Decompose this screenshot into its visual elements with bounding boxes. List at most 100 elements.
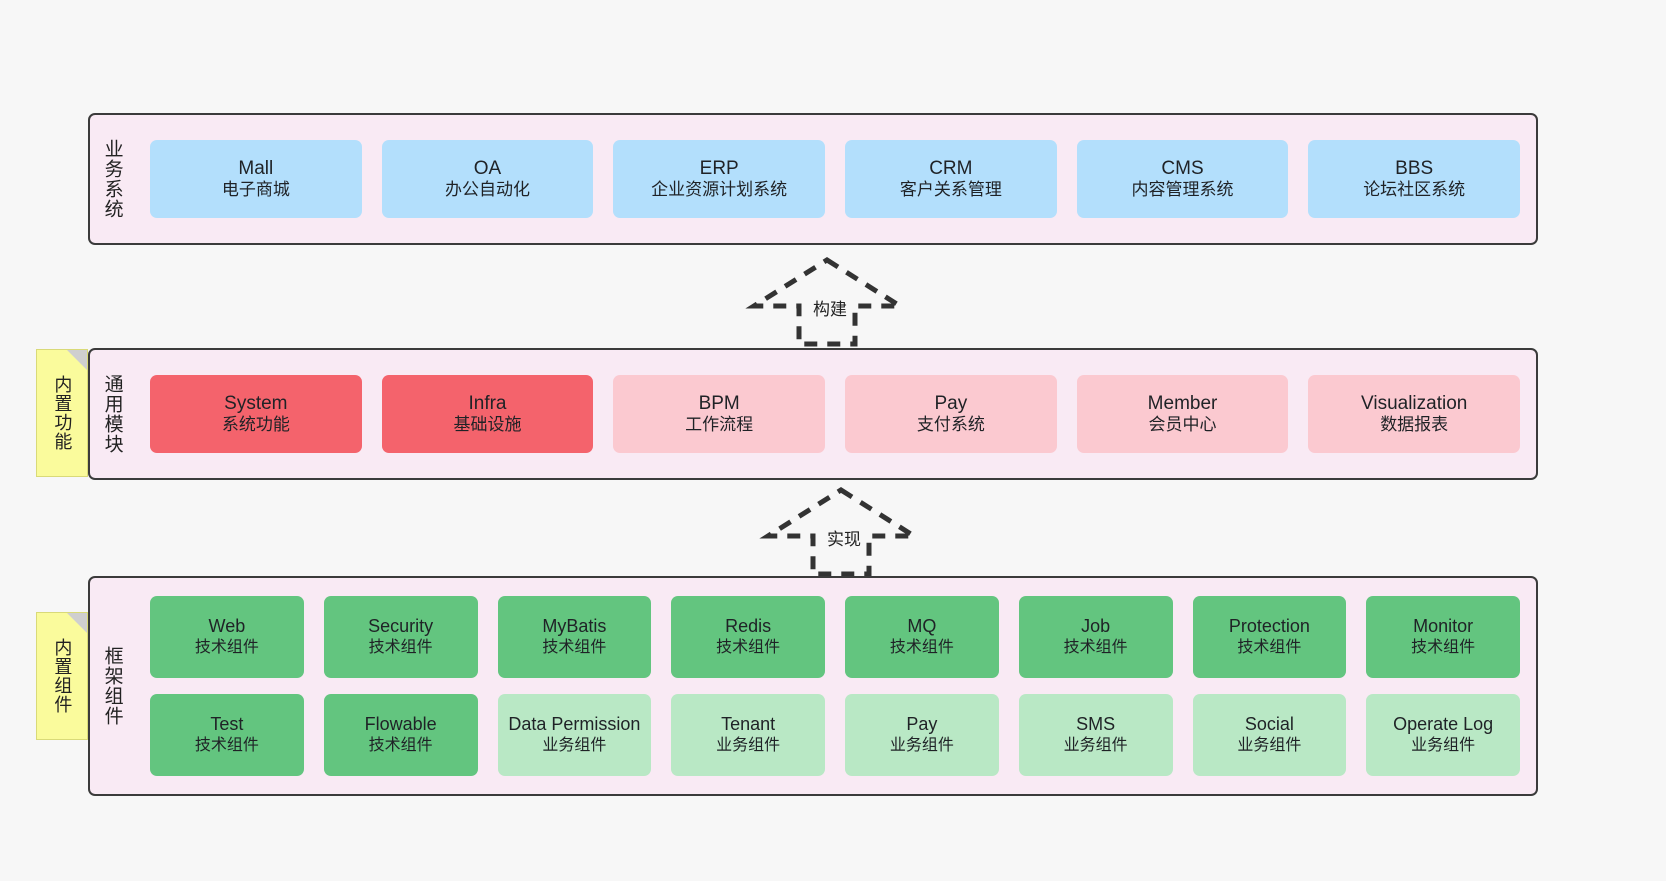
module-name: System [224, 393, 288, 415]
layer-body-framework: Web 技术组件 Security 技术组件 MyBatis 技术组件 Redi… [134, 578, 1536, 794]
component-card-tenant[interactable]: Tenant 业务组件 [671, 694, 825, 776]
module-card-oa[interactable]: OA 办公自动化 [381, 140, 594, 218]
component-desc: 业务组件 [1237, 737, 1302, 755]
component-card-social[interactable]: Social 业务组件 [1192, 694, 1347, 776]
component-card-data-permission[interactable]: Data Permission 业务组件 [497, 694, 652, 776]
component-desc: 技术组件 [542, 639, 607, 657]
connector-label-implement: 实现 [825, 525, 863, 550]
module-name: Member [1147, 393, 1218, 415]
component-name: SMS [1076, 714, 1116, 735]
layer-row: Test 技术组件 Flowable 技术组件 Data Permission … [150, 694, 1520, 776]
module-name: CMS [1161, 158, 1204, 180]
module-card-cms[interactable]: CMS 内容管理系统 [1076, 140, 1289, 218]
component-desc: 技术组件 [1063, 639, 1128, 657]
component-desc: 业务组件 [1063, 737, 1128, 755]
module-desc: 论坛社区系统 [1363, 180, 1466, 200]
layer-title-framework: 框架组件 [101, 646, 123, 726]
module-desc: 工作流程 [685, 415, 754, 435]
component-card-security[interactable]: Security 技术组件 [323, 596, 478, 678]
component-name: MyBatis [542, 616, 607, 637]
note-fold-icon [67, 613, 87, 633]
module-name: Mall [238, 158, 274, 180]
layer-title-common: 通用模块 [101, 374, 123, 454]
module-card-system[interactable]: System 系统功能 [150, 375, 362, 453]
component-name: Monitor [1413, 616, 1474, 637]
module-card-bbs[interactable]: BBS 论坛社区系统 [1308, 140, 1521, 218]
component-card-test[interactable]: Test 技术组件 [150, 694, 304, 776]
component-card-sms[interactable]: SMS 业务组件 [1018, 694, 1173, 776]
note-label: 内置功能 [52, 375, 73, 451]
component-name: Data Permission [508, 714, 641, 735]
connector-label-build: 构建 [811, 295, 849, 320]
component-desc: 技术组件 [889, 639, 954, 657]
connector-implement: 实现 [759, 487, 923, 577]
layer-row: Mall 电子商城 OA 办公自动化 ERP 企业资源计划系统 CRM 客户关系… [150, 140, 1521, 218]
module-card-pay[interactable]: Pay 支付系统 [845, 375, 1057, 453]
dashed-up-arrow-icon [745, 257, 909, 347]
component-name: Tenant [721, 714, 776, 735]
component-desc: 技术组件 [716, 639, 781, 657]
layer-row: System 系统功能 Infra 基础设施 BPM 工作流程 Pay 支付系统… [150, 375, 1521, 453]
layer-title-business: 业务系统 [101, 139, 123, 219]
module-desc: 系统功能 [221, 415, 290, 435]
layer-body-common: System 系统功能 Infra 基础设施 BPM 工作流程 Pay 支付系统… [134, 350, 1536, 478]
note-fold-icon [67, 350, 87, 370]
module-card-crm[interactable]: CRM 客户关系管理 [845, 140, 1057, 218]
component-name: Web [208, 616, 246, 637]
component-card-mybatis[interactable]: MyBatis 技术组件 [497, 596, 652, 678]
component-name: Job [1081, 616, 1111, 637]
component-desc: 业务组件 [1411, 737, 1476, 755]
module-desc: 办公自动化 [445, 180, 530, 200]
component-name: Operate Log [1393, 714, 1494, 735]
component-card-flowable[interactable]: Flowable 技术组件 [323, 694, 478, 776]
module-desc: 客户关系管理 [899, 180, 1002, 200]
component-card-pay[interactable]: Pay 业务组件 [845, 694, 999, 776]
layer-business-systems: 业务系统 Mall 电子商城 OA 办公自动化 ERP 企业资源计划系统 CRM… [88, 113, 1538, 245]
module-name: CRM [929, 158, 973, 180]
module-desc: 数据报表 [1380, 415, 1449, 435]
module-desc: 内容管理系统 [1131, 180, 1234, 200]
component-card-mq[interactable]: MQ 技术组件 [845, 596, 999, 678]
component-card-protection[interactable]: Protection 技术组件 [1192, 596, 1347, 678]
layer-body-business: Mall 电子商城 OA 办公自动化 ERP 企业资源计划系统 CRM 客户关系… [134, 115, 1536, 243]
component-desc: 业务组件 [889, 737, 954, 755]
component-card-redis[interactable]: Redis 技术组件 [671, 596, 825, 678]
module-card-erp[interactable]: ERP 企业资源计划系统 [613, 140, 826, 218]
module-name: Visualization [1361, 393, 1468, 415]
module-desc: 支付系统 [916, 415, 985, 435]
module-card-bpm[interactable]: BPM 工作流程 [613, 375, 826, 453]
layer-common-modules: 通用模块 System 系统功能 Infra 基础设施 BPM 工作流程 Pay… [88, 348, 1538, 480]
module-card-mall[interactable]: Mall 电子商城 [150, 140, 362, 218]
component-desc: 技术组件 [194, 737, 259, 755]
module-name: OA [473, 158, 502, 180]
note-builtin-components: 内置组件 [36, 612, 88, 740]
module-card-visualization[interactable]: Visualization 数据报表 [1308, 375, 1521, 453]
module-desc: 企业资源计划系统 [651, 180, 788, 200]
module-name: Infra [468, 393, 507, 415]
layer-framework-components: 框架组件 Web 技术组件 Security 技术组件 MyBatis 技术组件… [88, 576, 1538, 796]
module-card-infra[interactable]: Infra 基础设施 [381, 375, 594, 453]
component-name: Test [210, 714, 244, 735]
component-name: MQ [907, 616, 937, 637]
component-card-monitor[interactable]: Monitor 技术组件 [1366, 596, 1520, 678]
note-label: 内置组件 [52, 638, 73, 714]
module-card-member[interactable]: Member 会员中心 [1076, 375, 1289, 453]
component-name: Flowable [364, 714, 437, 735]
component-desc: 技术组件 [368, 737, 433, 755]
component-card-operate-log[interactable]: Operate Log 业务组件 [1366, 694, 1520, 776]
component-name: Pay [906, 714, 938, 735]
layer-row: Web 技术组件 Security 技术组件 MyBatis 技术组件 Redi… [150, 596, 1520, 678]
component-card-web[interactable]: Web 技术组件 [150, 596, 304, 678]
dashed-up-arrow-icon [759, 487, 923, 577]
component-desc: 技术组件 [368, 639, 433, 657]
connector-build: 构建 [745, 257, 909, 347]
component-desc: 业务组件 [542, 737, 607, 755]
component-desc: 业务组件 [716, 737, 781, 755]
component-card-job[interactable]: Job 技术组件 [1018, 596, 1173, 678]
component-name: Protection [1228, 616, 1310, 637]
note-builtin-features: 内置功能 [36, 349, 88, 477]
component-desc: 技术组件 [194, 639, 259, 657]
module-desc: 会员中心 [1148, 415, 1217, 435]
component-desc: 技术组件 [1411, 639, 1476, 657]
